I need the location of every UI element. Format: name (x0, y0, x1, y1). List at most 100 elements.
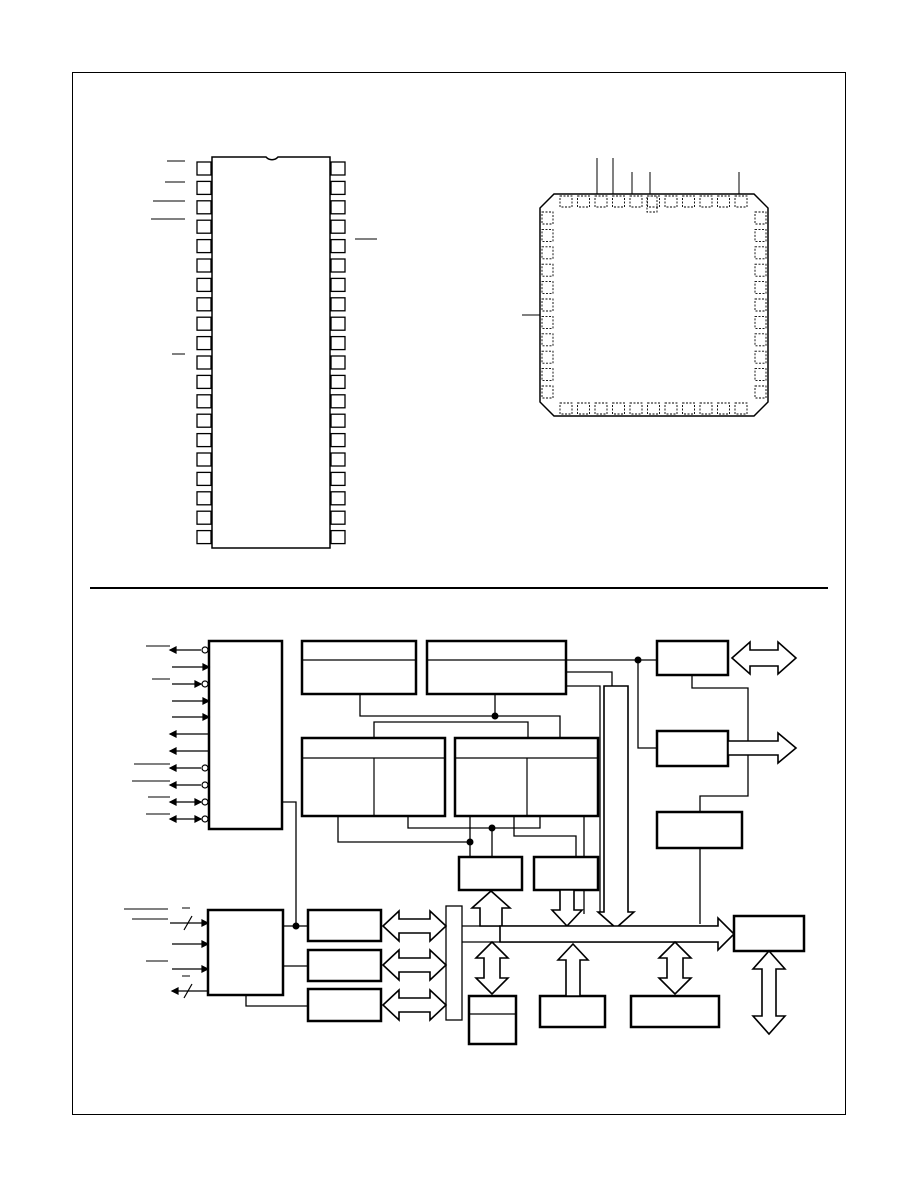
dip-pin (196, 510, 212, 525)
dip-pin (330, 355, 346, 370)
arrowhead (202, 697, 211, 705)
port-block-2 (306, 948, 383, 983)
active-low-bubble (201, 646, 209, 654)
dip-package (151, 156, 377, 549)
plcc-pad-top (664, 195, 678, 208)
arrowhead (170, 987, 179, 995)
plcc-pad-left (541, 228, 554, 242)
dip-pin (330, 394, 346, 409)
active-low-bubble (201, 798, 209, 806)
dip-pin (330, 432, 346, 448)
junction-dot (634, 656, 642, 664)
latch-block-b (532, 855, 600, 892)
accumulator-to-bus-arrow (556, 942, 590, 997)
plcc-pad-right (754, 263, 767, 277)
plcc-body (539, 193, 769, 417)
arrowhead (168, 764, 177, 772)
dip-pin (196, 491, 212, 506)
dip-pin (196, 413, 212, 428)
dip-pin (196, 180, 212, 196)
plcc-pad-bottom (577, 402, 590, 415)
wire (637, 660, 657, 749)
accumulator-block (538, 994, 607, 1029)
internal-data-bus (445, 905, 463, 1021)
dip-pin (196, 432, 212, 448)
plcc-pad-left (541, 281, 554, 295)
plcc-package (522, 158, 769, 417)
plcc-pad-top (717, 195, 730, 208)
wire (373, 721, 529, 738)
register-block-top-left (300, 639, 418, 696)
memory-block (629, 994, 721, 1029)
plcc-pad-top (577, 195, 590, 208)
dip-pin (330, 510, 346, 525)
dip-pin (330, 374, 346, 390)
arrowhead (168, 798, 177, 806)
active-low-bubble (201, 680, 209, 688)
plcc-pad-left (541, 246, 554, 260)
plcc-pad-left (541, 315, 554, 329)
plcc-pad-right (754, 350, 767, 364)
plcc-pad-top (629, 195, 643, 208)
dip-pin (330, 413, 346, 428)
dip-pin (196, 452, 212, 467)
double-arrow-port-2 (381, 948, 448, 982)
dip-pin (330, 219, 346, 234)
control-block-right (655, 810, 744, 850)
dip-pin (330, 238, 346, 254)
wire (407, 816, 541, 829)
active-low-bubble (201, 781, 209, 789)
plcc-pad-bottom (629, 402, 643, 415)
latch-block-a (457, 855, 524, 892)
register-block-top-right (425, 639, 568, 696)
arrowhead (194, 680, 203, 688)
plcc-pad-top (647, 195, 660, 208)
plcc-pad-bottom (612, 402, 625, 415)
bus-width-slash (183, 983, 193, 999)
dip-pin (196, 335, 212, 351)
bus-width-slash (183, 915, 193, 931)
dip-pin (330, 471, 346, 487)
dip-pin (330, 200, 346, 215)
plcc-pad-right (754, 228, 767, 242)
junction-dot (292, 922, 300, 930)
arrowhead (168, 781, 177, 789)
dip-pin (330, 316, 346, 331)
double-arrow-port-3 (381, 988, 448, 1022)
active-low-bubble (201, 815, 209, 823)
dip-pin (330, 452, 346, 467)
plcc-pad-bottom (699, 402, 713, 415)
dip-pin (196, 219, 212, 234)
dip-pin (330, 335, 346, 351)
arrowhead (168, 730, 177, 738)
arrowhead (202, 713, 211, 721)
control-lines (168, 646, 211, 999)
arrowhead (202, 663, 211, 671)
plcc-pad-top (594, 195, 608, 208)
plcc-pad-right (754, 298, 767, 312)
plcc-pad-right (754, 246, 767, 260)
junction-dot (491, 712, 499, 720)
dip-body (211, 156, 331, 549)
latch-to-bus-arrow (550, 889, 584, 928)
dip-pin (330, 161, 346, 176)
arrowhead (201, 965, 210, 973)
plcc-pad-left (541, 298, 554, 312)
wire (337, 816, 471, 857)
wire (282, 801, 297, 927)
plcc-pad-bottom (594, 402, 608, 415)
plcc-pad-top (734, 195, 748, 208)
arrowhead (168, 815, 177, 823)
plcc-pad-left (541, 385, 554, 399)
plcc-pad-left (541, 350, 554, 364)
plcc-pad-bottom (664, 402, 678, 415)
junction-dot (466, 838, 474, 846)
arrowhead (168, 646, 177, 654)
dip-pin (196, 200, 212, 215)
section-divider (90, 587, 828, 589)
arrowhead (194, 815, 203, 823)
output-arrow (727, 731, 798, 765)
wire (359, 694, 561, 738)
